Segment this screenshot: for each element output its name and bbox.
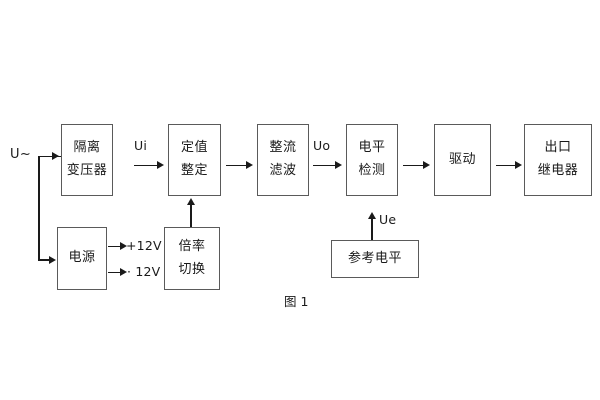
- block-rectify-filter-line-2: 滤波: [269, 163, 297, 178]
- block-rectify-filter: 整流 滤波: [257, 124, 309, 196]
- connector-level-to-drive: [403, 164, 427, 166]
- arrowhead-input-to-power: [49, 255, 56, 264]
- connector-setting-to-rectify: [226, 164, 250, 166]
- block-multiplier-switch: 倍率 切换: [164, 227, 220, 290]
- arrowhead-setting-to-rectify: [246, 161, 253, 169]
- connector-drive-to-relay: [496, 164, 519, 166]
- block-power-supply-line-1: 电源: [68, 250, 96, 266]
- arrowhead-input-to-transformer: [52, 152, 59, 160]
- block-setting-adjustment: 定值 整定: [168, 124, 221, 196]
- connector-power-negative: [108, 271, 123, 273]
- block-level-detection-line-1: 电平: [358, 140, 386, 156]
- input-label-u-ac: U~: [10, 147, 32, 162]
- block-multiplier-switch-line-1: 倍率: [178, 238, 206, 254]
- block-power-supply: 电源: [57, 227, 107, 290]
- block-multiplier-switch-line-2: 切换: [178, 261, 206, 277]
- arrowhead-reference-to-level: [367, 212, 376, 219]
- block-reference-level-line-1: 参考电平: [347, 250, 402, 266]
- supply-label-negative-12v: · 12V: [127, 264, 161, 279]
- block-setting-adjustment-line-1: 定值: [180, 140, 208, 156]
- block-drive-line-1: 驱动: [448, 151, 476, 167]
- connector-input-to-power: [38, 259, 52, 261]
- block-rectify-filter-line-1: 整流: [269, 140, 297, 156]
- signal-label-ui: Ui: [134, 138, 148, 153]
- block-setting-adjustment-line-2: 整定: [180, 163, 208, 178]
- arrowhead-power-positive: [120, 242, 127, 250]
- block-isolation-transformer: 隔离 变压器: [61, 124, 113, 196]
- connector-power-positive: [108, 245, 123, 247]
- block-reference-level: 参考电平: [331, 240, 419, 278]
- connector-transformer-to-setting: [134, 164, 160, 166]
- signal-label-uo: Uo: [313, 138, 331, 153]
- block-isolation-transformer-line-1: 隔离: [73, 140, 101, 156]
- arrowhead-drive-to-relay: [515, 161, 522, 169]
- signal-label-ue: Ue: [379, 212, 397, 227]
- connector-input-to-transformer: [38, 155, 54, 157]
- connector-reference-to-level: [371, 219, 373, 240]
- arrowhead-power-negative: [120, 268, 127, 276]
- supply-label-positive-12v: +12V: [126, 238, 162, 253]
- block-level-detection-line-2: 检测: [358, 163, 386, 178]
- figure-caption: 图 1: [284, 294, 309, 309]
- block-level-detection: 电平 检测: [346, 124, 398, 196]
- connector-rectify-to-level: [313, 164, 339, 166]
- connector-input-bus: [38, 155, 40, 261]
- block-output-relay-line-1: 出口: [544, 140, 572, 156]
- connector-multiplier-to-setting: [190, 205, 192, 227]
- arrowhead-transformer-to-setting: [157, 161, 164, 169]
- block-drive: 驱动: [434, 124, 491, 196]
- block-isolation-transformer-line-2: 变压器: [66, 163, 108, 178]
- arrowhead-rectify-to-level: [335, 161, 342, 169]
- block-output-relay: 出口 继电器: [524, 124, 592, 196]
- arrowhead-level-to-drive: [423, 161, 430, 169]
- block-output-relay-line-2: 继电器: [537, 163, 579, 178]
- arrowhead-multiplier-to-setting: [186, 198, 195, 205]
